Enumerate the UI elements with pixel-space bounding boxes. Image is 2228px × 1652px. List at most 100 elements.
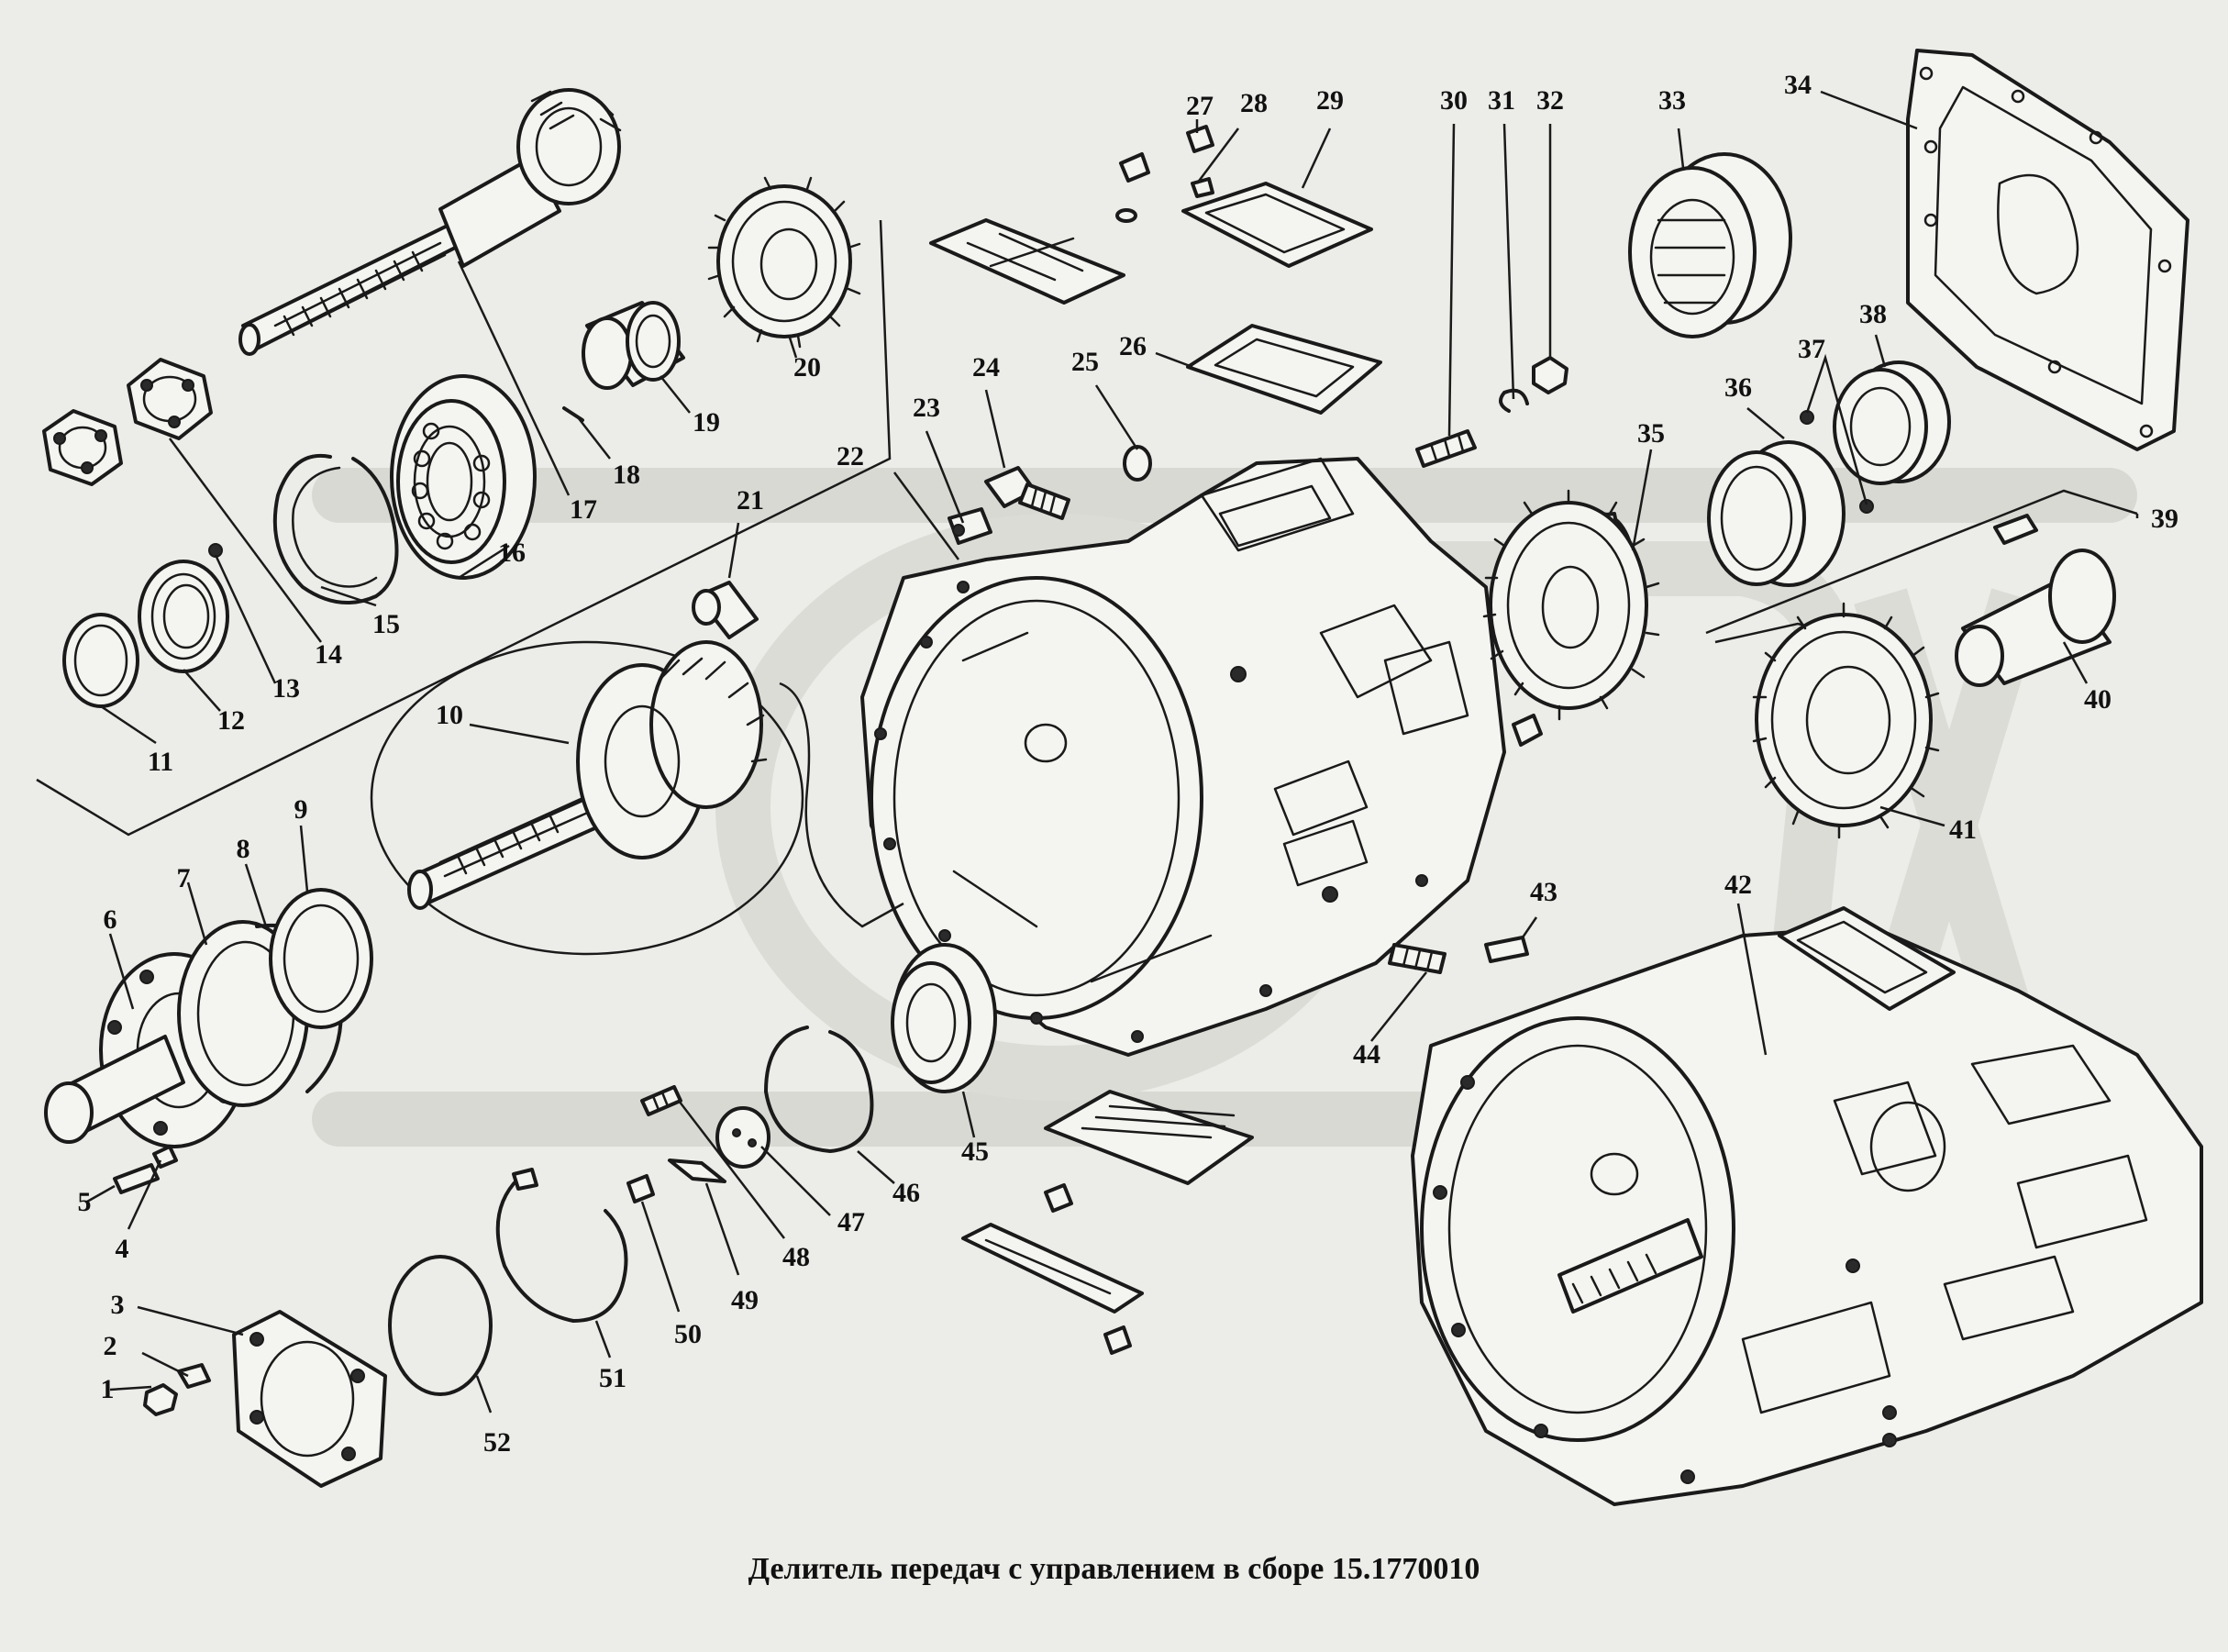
part-nut-1 xyxy=(143,1383,178,1416)
label-6: 6 xyxy=(104,904,117,935)
label-47: 47 xyxy=(837,1207,865,1237)
label-39: 39 xyxy=(2151,504,2178,534)
part-bushing-19 xyxy=(582,301,685,390)
label-2: 2 xyxy=(104,1331,117,1361)
label-4: 4 xyxy=(116,1234,129,1264)
label-3: 3 xyxy=(111,1290,125,1320)
label-41: 41 xyxy=(1949,815,1977,845)
part-cover-plate xyxy=(929,218,1125,305)
part-gear-20 xyxy=(707,176,861,349)
part-screw-bottom-a xyxy=(1044,1183,1073,1213)
part-pin-37b xyxy=(1859,499,1874,514)
label-14: 14 xyxy=(315,639,342,670)
part-bearing-45 xyxy=(891,943,997,1093)
part-seal-11 xyxy=(62,613,139,708)
part-snap-ring-15 xyxy=(272,453,399,605)
part-bolt-24 xyxy=(984,466,1070,520)
label-38: 38 xyxy=(1859,299,1887,329)
part-washer-2 xyxy=(177,1363,211,1389)
label-40: 40 xyxy=(2084,684,2112,715)
label-23: 23 xyxy=(913,393,940,423)
part-lock-washer-31 xyxy=(1499,388,1529,413)
part-oring-25 xyxy=(1123,445,1152,482)
label-9: 9 xyxy=(294,794,308,825)
label-20: 20 xyxy=(793,352,821,383)
label-48: 48 xyxy=(782,1242,810,1272)
part-key-39 xyxy=(1993,514,2038,545)
label-42: 42 xyxy=(1724,870,1752,900)
label-13: 13 xyxy=(272,673,300,704)
label-31: 31 xyxy=(1488,85,1515,116)
label-8: 8 xyxy=(237,834,250,864)
label-34: 34 xyxy=(1784,70,1812,100)
part-bottom-cover xyxy=(1044,1090,1254,1185)
group-divider-line xyxy=(36,219,892,837)
label-12: 12 xyxy=(217,705,245,736)
label-44: 44 xyxy=(1353,1039,1380,1070)
part-disc-47 xyxy=(715,1106,770,1169)
part-gasket-26 xyxy=(1186,324,1382,415)
part-washer-4 xyxy=(152,1145,178,1169)
label-46: 46 xyxy=(892,1178,920,1208)
label-43: 43 xyxy=(1530,877,1557,907)
part-bottom-gasket xyxy=(961,1223,1144,1314)
label-25: 25 xyxy=(1071,347,1099,377)
part-nut-32 xyxy=(1532,356,1568,394)
part-screw-bottom-b xyxy=(1103,1325,1132,1355)
label-15: 15 xyxy=(372,609,400,639)
part-bolt-5 xyxy=(113,1163,160,1194)
label-7: 7 xyxy=(177,863,191,893)
part-pin-37a xyxy=(1800,410,1814,425)
part-shaft-assembly-10 xyxy=(370,640,804,956)
part-pin-43 xyxy=(1484,936,1529,963)
part-ring-46 xyxy=(764,1026,874,1153)
label-28: 28 xyxy=(1240,88,1268,118)
part-plate-49 xyxy=(668,1159,726,1183)
part-housing-22 xyxy=(860,457,1543,1057)
part-assembly-42 xyxy=(1411,906,2203,1506)
part-nut-14 xyxy=(127,358,213,440)
part-screw xyxy=(1119,152,1150,183)
label-11: 11 xyxy=(148,747,173,777)
label-19: 19 xyxy=(693,407,720,438)
label-1: 1 xyxy=(101,1374,115,1404)
label-36: 36 xyxy=(1724,372,1752,403)
part-oring-52 xyxy=(388,1255,493,1396)
label-49: 49 xyxy=(731,1285,759,1315)
part-synchronizer-33 xyxy=(1628,152,1792,338)
part-gasket-29 xyxy=(1181,182,1373,268)
part-countershaft-gear-35 xyxy=(1482,489,1660,721)
part-bolt-50 xyxy=(626,1174,655,1203)
label-32: 32 xyxy=(1536,85,1564,116)
label-21: 21 xyxy=(737,485,764,516)
label-52: 52 xyxy=(483,1427,511,1458)
part-shaft-40 xyxy=(1955,549,2116,687)
part-bearing-16 xyxy=(390,374,537,580)
part-seal-9 xyxy=(269,888,373,1029)
part-bushing-36 xyxy=(1707,440,1846,587)
part-plug-21 xyxy=(692,581,759,639)
label-30: 30 xyxy=(1440,85,1468,116)
label-51: 51 xyxy=(599,1363,626,1393)
part-sensor-23 xyxy=(948,507,992,545)
part-washer xyxy=(1115,208,1137,223)
label-18: 18 xyxy=(613,460,640,490)
part-spring-ring-51 xyxy=(495,1168,628,1323)
part-labels: 1 2 3 4 5 6 7 8 9 10 11 12 13 14 15 16 1… xyxy=(78,70,2179,1458)
part-pin-48 xyxy=(640,1085,682,1116)
part-ball-13 xyxy=(208,543,223,558)
label-33: 33 xyxy=(1658,85,1686,116)
label-50: 50 xyxy=(674,1319,702,1349)
label-24: 24 xyxy=(972,352,1000,383)
part-bearing-38 xyxy=(1833,360,1951,485)
label-10: 10 xyxy=(436,700,463,730)
label-26: 26 xyxy=(1119,331,1147,361)
label-27: 27 xyxy=(1186,91,1214,121)
label-17: 17 xyxy=(570,494,597,525)
label-29: 29 xyxy=(1316,85,1344,116)
label-37: 37 xyxy=(1798,334,1825,364)
label-35: 35 xyxy=(1637,418,1665,449)
part-washer-28 xyxy=(1191,177,1214,198)
